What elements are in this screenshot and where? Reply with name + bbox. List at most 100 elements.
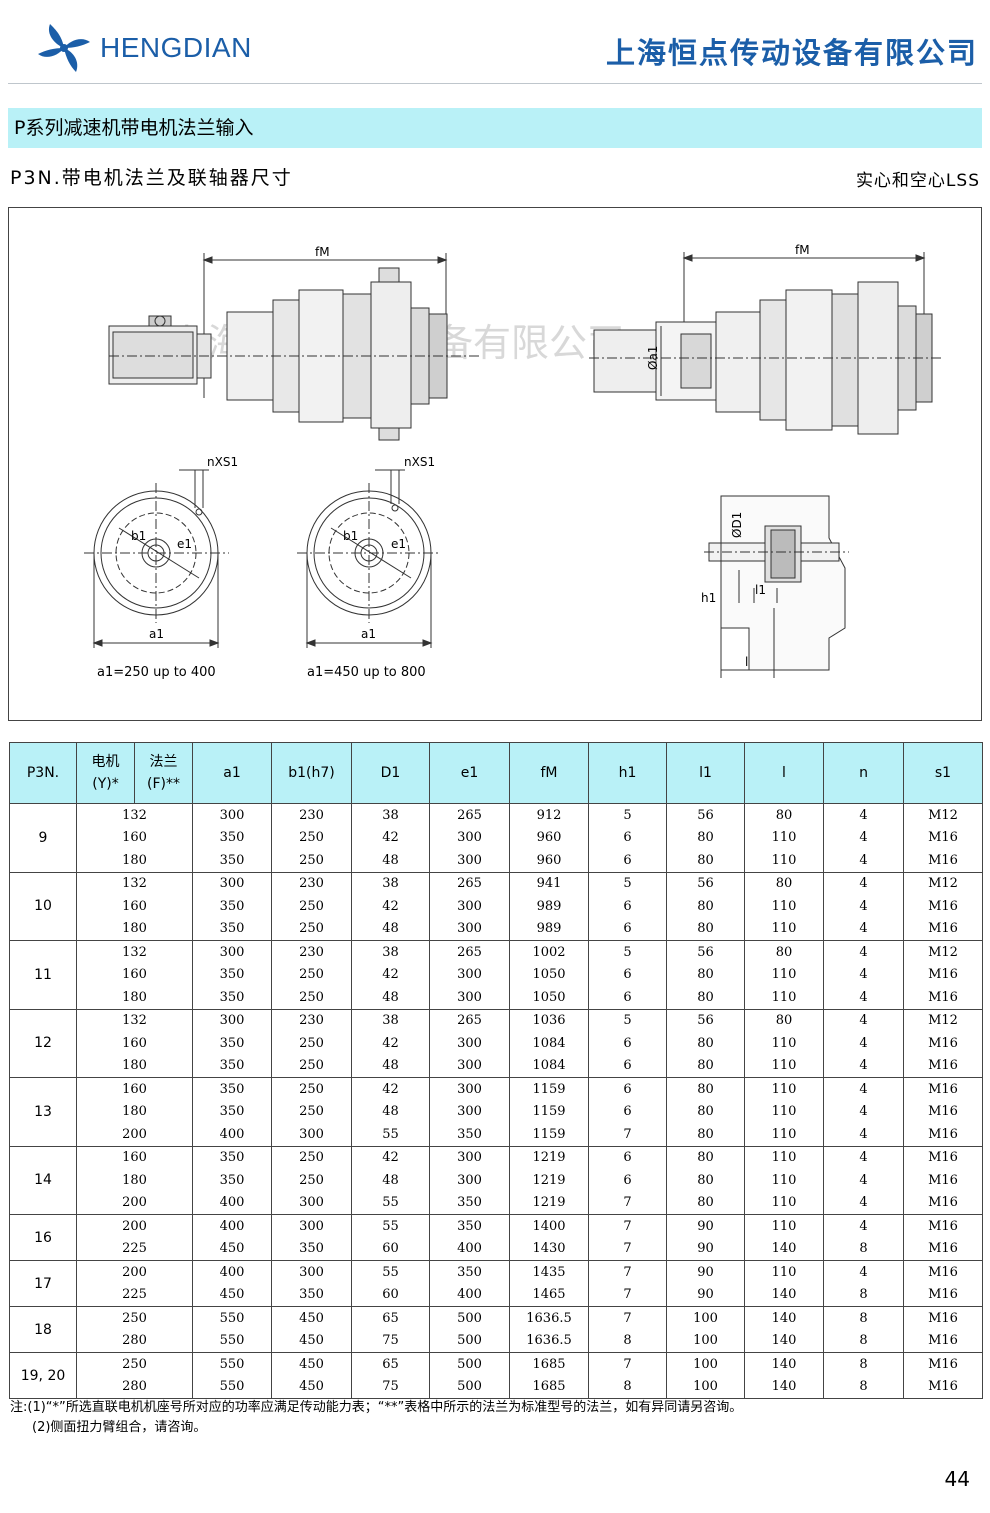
e1-cell: 300 — [429, 1145, 510, 1169]
d1-cell: 75 — [351, 1329, 430, 1353]
n-cell: 8 — [823, 1237, 904, 1261]
company-logo: HENGDIAN — [36, 22, 252, 74]
s1-cell: M16 — [903, 1329, 983, 1353]
size-cell: 16 — [9, 1214, 77, 1261]
motor-cell: 160 — [76, 1145, 193, 1169]
phi-d1-label: ØD1 — [730, 512, 744, 538]
s1-cell: M16 — [903, 1260, 983, 1284]
motor-cell: 225 — [76, 1283, 193, 1307]
header-flange-bottom: (F)** — [147, 776, 180, 792]
e1-cell: 350 — [429, 1260, 510, 1284]
h1-cell: 5 — [588, 1008, 667, 1032]
d1-cell: 42 — [351, 1145, 430, 1169]
fm-cell: 1465 — [509, 1283, 589, 1307]
l-cell: 110 — [744, 1054, 824, 1078]
h1-cell: 6 — [588, 1145, 667, 1169]
coupling-detail — [704, 495, 849, 678]
fm-cell: 1435 — [509, 1260, 589, 1284]
e1-cell: 300 — [429, 917, 510, 941]
b1-cell: 250 — [271, 1077, 352, 1101]
phi-a1-label: Øa1 — [646, 346, 660, 370]
h1-cell: 7 — [588, 1260, 667, 1284]
l1-cell: 100 — [666, 1352, 745, 1376]
d1-cell: 55 — [351, 1214, 430, 1238]
n-cell: 4 — [823, 1100, 904, 1123]
b1-cell: 230 — [271, 871, 352, 895]
l-cell: 110 — [744, 1214, 824, 1238]
fm-cell: 989 — [509, 917, 589, 941]
e1-cell: 500 — [429, 1375, 510, 1399]
d1-cell: 38 — [351, 871, 430, 895]
e1-cell: 400 — [429, 1283, 510, 1307]
motor-cell: 132 — [76, 1008, 193, 1032]
l1-cell: 80 — [666, 1100, 745, 1123]
n-cell: 4 — [823, 849, 904, 872]
h1-cell: 5 — [588, 803, 667, 827]
h1-cell: 6 — [588, 1054, 667, 1078]
h1-cell: 5 — [588, 940, 667, 964]
fm-cell: 960 — [509, 826, 589, 849]
l1-cell: 80 — [666, 1169, 745, 1192]
b1-label-large: b1 — [343, 529, 358, 543]
a1-label-large: a1 — [361, 627, 376, 641]
size-cell: 10 — [9, 871, 77, 941]
b1-cell: 350 — [271, 1283, 352, 1307]
l1-cell: 80 — [666, 963, 745, 986]
n-cell: 4 — [823, 895, 904, 918]
l-cell: 140 — [744, 1352, 824, 1376]
header-s1: s1 — [903, 742, 983, 804]
size-cell: 14 — [9, 1145, 77, 1215]
a1-cell: 350 — [192, 1032, 272, 1055]
s1-cell: M16 — [903, 963, 983, 986]
fm-cell: 912 — [509, 803, 589, 827]
n-cell: 4 — [823, 1077, 904, 1101]
motor-cell: 280 — [76, 1375, 193, 1399]
fm-cell: 1219 — [509, 1191, 589, 1215]
d1-cell: 55 — [351, 1260, 430, 1284]
d1-cell: 38 — [351, 1008, 430, 1032]
s1-cell: M16 — [903, 1191, 983, 1215]
motor-cell: 180 — [76, 849, 193, 872]
a1-cell: 400 — [192, 1123, 272, 1146]
motor-cell: 132 — [76, 871, 193, 895]
s1-cell: M16 — [903, 849, 983, 872]
h1-cell: 7 — [588, 1283, 667, 1307]
l-cell: 110 — [744, 895, 824, 918]
a1-cell: 350 — [192, 1054, 272, 1078]
l1-label: l1 — [755, 583, 766, 597]
l-cell: 140 — [744, 1283, 824, 1307]
l1-cell: 100 — [666, 1329, 745, 1353]
d1-cell: 65 — [351, 1306, 430, 1330]
e1-label-small: e1 — [177, 537, 192, 551]
fm-cell: 1159 — [509, 1100, 589, 1123]
e1-cell: 300 — [429, 826, 510, 849]
b1-cell: 250 — [271, 1054, 352, 1078]
s1-cell: M12 — [903, 871, 983, 895]
l1-cell: 100 — [666, 1375, 745, 1399]
motor-cell: 250 — [76, 1306, 193, 1330]
a1-cell: 350 — [192, 1077, 272, 1101]
h1-cell: 6 — [588, 826, 667, 849]
n-cell: 8 — [823, 1329, 904, 1353]
side-view-solid — [108, 253, 479, 441]
n-cell: 4 — [823, 1169, 904, 1192]
s1-cell: M16 — [903, 986, 983, 1009]
a1-cell: 350 — [192, 963, 272, 986]
d1-cell: 38 — [351, 940, 430, 964]
a1-cell: 350 — [192, 986, 272, 1009]
s1-cell: M12 — [903, 803, 983, 827]
l1-cell: 56 — [666, 803, 745, 827]
l1-cell: 80 — [666, 1054, 745, 1078]
s1-cell: M16 — [903, 1306, 983, 1330]
d1-cell: 42 — [351, 1032, 430, 1055]
s1-cell: M16 — [903, 1032, 983, 1055]
caption-small: a1=250 up to 400 — [97, 665, 216, 680]
size-cell: 18 — [9, 1306, 77, 1353]
b1-cell: 250 — [271, 826, 352, 849]
